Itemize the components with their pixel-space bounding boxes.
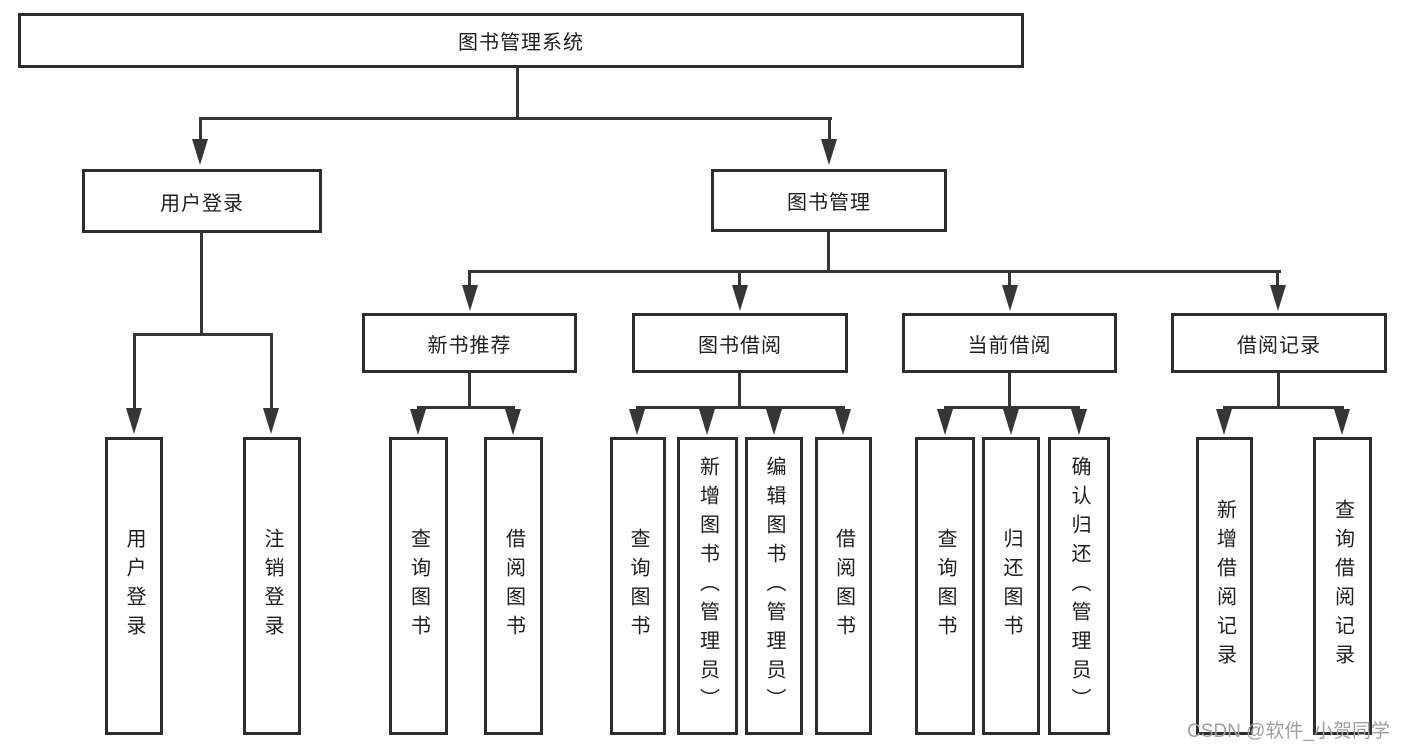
arrowhead-down-icon [1334,409,1350,435]
connector-line [827,232,830,273]
connector-line [133,333,136,412]
watermark-text: CSDN @软件_小贺同学 [1187,721,1390,742]
arrowhead-down-icon [1003,409,1019,435]
arrowhead-down-icon [263,408,279,434]
leaf-query-books-current: 查询图书 [915,437,975,735]
connector-line [738,373,741,409]
connector-line [417,406,515,409]
connector-line [199,117,202,145]
leaf-user-login: 用户登录 [105,437,163,735]
arrowhead-down-icon [821,139,837,165]
connector-line [468,270,1281,273]
arrowhead-down-icon [937,409,953,435]
node-new-book-recommend: 新书推荐 [362,313,577,373]
leaf-add-book-admin: 新增图书（管理员） [677,437,738,735]
leaf-query-borrow-record: 查询借阅记录 [1313,437,1372,735]
connector-line [468,373,471,409]
leaf-edit-book-admin: 编辑图书（管理员） [745,437,803,735]
connector-line [200,232,203,336]
leaf-borrow-books-borrow: 借阅图书 [815,437,872,735]
leaf-query-books-newbook: 查询图书 [389,437,448,735]
node-user-login: 用户登录 [82,169,322,233]
leaf-add-borrow-record: 新增借阅记录 [1196,437,1253,735]
connector-line [468,270,471,290]
node-borrow-records: 借阅记录 [1171,313,1387,373]
arrowhead-down-icon [766,409,782,435]
arrowhead-down-icon [410,409,426,435]
leaf-borrow-books-newbook: 借阅图书 [484,437,543,735]
connector-line [1008,270,1011,290]
node-book-borrow: 图书借阅 [632,313,848,373]
connector-line [270,333,273,412]
arrowhead-down-icon [192,139,208,165]
connector-line [199,117,832,120]
arrowhead-down-icon [1071,409,1087,435]
arrowhead-down-icon [699,409,715,435]
arrowhead-down-icon [1216,409,1232,435]
arrowhead-down-icon [835,409,851,435]
connector-line [1223,406,1344,409]
node-book-management: 图书管理 [711,169,947,232]
connector-line [738,270,741,290]
connector-line [636,406,845,409]
arrowhead-down-icon [1002,285,1018,311]
arrowhead-down-icon [505,409,521,435]
connector-line [516,67,519,120]
leaf-confirm-return-admin: 确认归还（管理员） [1048,437,1110,735]
leaf-query-books-borrow: 查询图书 [610,437,666,735]
arrowhead-down-icon [462,285,478,311]
arrowhead-down-icon [1270,285,1286,311]
leaf-return-book: 归还图书 [982,437,1040,735]
connector-line [1277,373,1280,409]
connector-line [828,117,831,145]
arrowhead-down-icon [732,285,748,311]
arrowhead-down-icon [126,408,142,434]
node-current-borrow: 当前借阅 [902,313,1117,373]
connector-line [1276,270,1279,290]
arrowhead-down-icon [629,409,645,435]
connector-line [133,333,273,336]
connector-line [944,406,1080,409]
leaf-logout: 注销登录 [243,437,301,735]
node-root: 图书管理系统 [18,13,1024,68]
connector-line [1008,373,1011,409]
